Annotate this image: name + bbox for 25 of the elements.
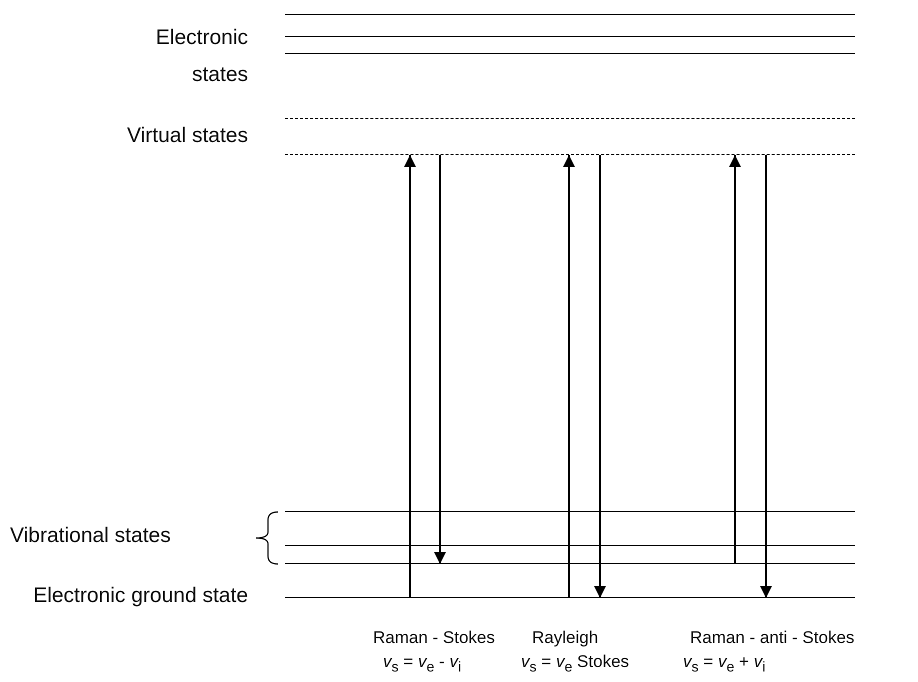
arrow <box>563 155 575 598</box>
level-label: Electronic ground state <box>32 583 248 609</box>
vibrational-level-line <box>285 511 855 512</box>
virtual-level-line <box>285 154 855 155</box>
arrow <box>594 155 606 598</box>
process-label: Raman - anti - Stokes <box>690 627 854 649</box>
level-label: Electronic states <box>154 25 248 88</box>
ground-level-line <box>285 597 855 598</box>
formula: v$_{s}$ = v$_{e}$ + v$_{i}$ <box>683 651 766 678</box>
process-label: Rayleigh <box>532 627 598 649</box>
arrow <box>404 155 416 598</box>
arrow <box>434 155 446 564</box>
level-label: Vibrational states <box>10 523 172 549</box>
vibrational-level-line <box>285 545 855 546</box>
electronic-level-line <box>285 53 855 54</box>
level-label: Virtual states <box>126 123 248 149</box>
vibrational-level-line <box>285 563 855 564</box>
formula: v$_{s}$ = v$_{e}$ - v$_{i}$ <box>383 651 462 678</box>
process-label: Raman - Stokes <box>373 627 495 649</box>
virtual-level-line <box>285 118 855 119</box>
formula: v$_{s}$ = v$_{e}$ Stokes <box>521 651 630 678</box>
arrow <box>760 155 772 598</box>
electronic-level-line <box>285 36 855 37</box>
arrow <box>729 155 741 564</box>
electronic-level-line <box>285 14 855 15</box>
